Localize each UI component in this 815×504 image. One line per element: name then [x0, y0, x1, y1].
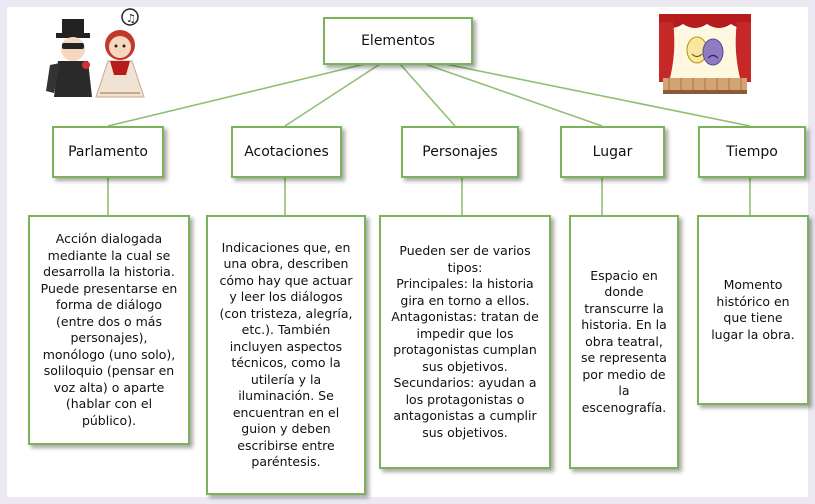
description-lugar: Espacio en donde transcurre la historia.…	[569, 215, 679, 469]
description-personajes: Pueden ser de varios tipos: Principales:…	[379, 215, 551, 469]
description-parlamento: Acción dialogada mediante la cual se des…	[28, 215, 190, 445]
category-personajes: Personajes	[401, 126, 519, 178]
category-parlamento: Parlamento	[52, 126, 164, 178]
svg-text:♫: ♫	[126, 12, 136, 25]
category-tiempo-label: Tiempo	[726, 144, 778, 160]
description-personajes-text: Pueden ser de varios tipos: Principales:…	[391, 243, 539, 440]
connector-root-lugar	[424, 63, 603, 127]
theater-couple-illustration: ♫	[46, 8, 145, 98]
description-tiempo-text: Momento histórico en que tiene lugar la …	[711, 277, 795, 342]
category-lugar-label: Lugar	[592, 144, 633, 160]
category-acotaciones: Acotaciones	[231, 126, 342, 178]
root-label: Elementos	[361, 33, 435, 49]
root-node: Elementos	[323, 17, 473, 65]
description-lugar-text: Espacio en donde transcurre la historia.…	[581, 267, 667, 415]
description-parlamento-text: Acción dialogada mediante la cual se des…	[40, 231, 178, 428]
connector-root-acotaciones	[284, 63, 381, 127]
description-tiempo: Momento histórico en que tiene lugar la …	[697, 215, 809, 405]
connector-root-personajes	[399, 63, 456, 127]
description-acotaciones-text: Indicaciones que, en una obra, describen…	[219, 239, 353, 470]
category-lugar: Lugar	[560, 126, 665, 178]
category-tiempo: Tiempo	[698, 126, 806, 178]
category-acotaciones-label: Acotaciones	[244, 144, 329, 160]
category-parlamento-label: Parlamento	[68, 144, 148, 160]
theater-stage-masks-illustration	[659, 14, 751, 94]
connector-root-tiempo	[444, 63, 751, 127]
description-acotaciones: Indicaciones que, en una obra, describen…	[206, 215, 366, 495]
category-personajes-label: Personajes	[422, 144, 498, 160]
connector-root-parlamento	[107, 63, 366, 127]
